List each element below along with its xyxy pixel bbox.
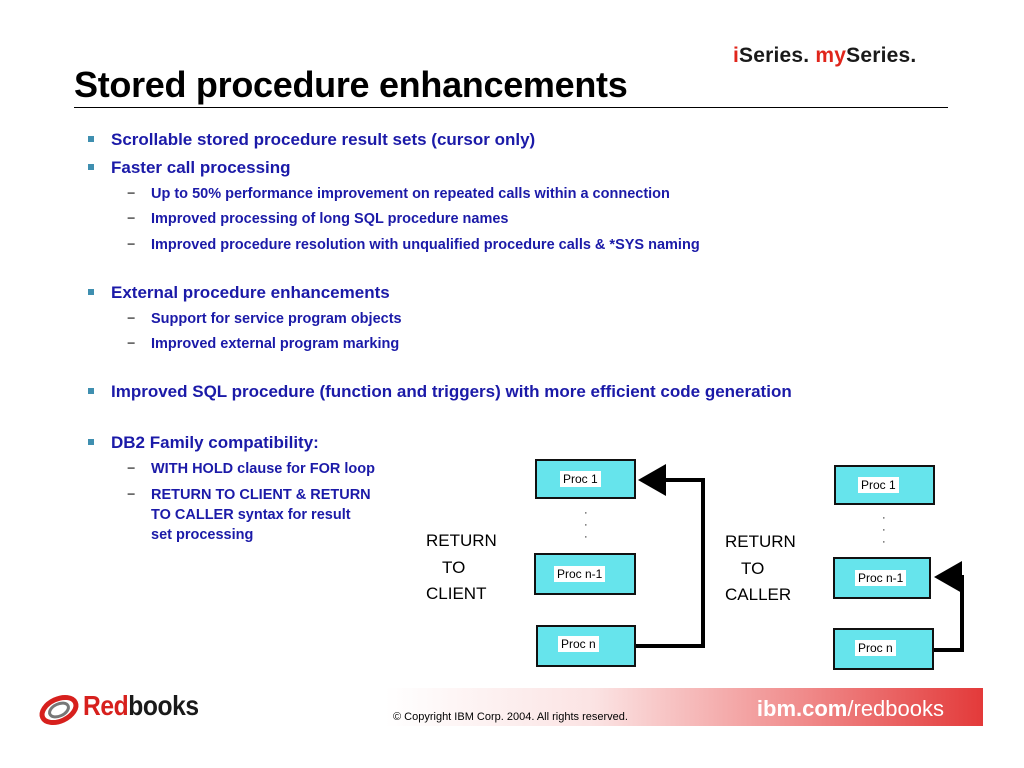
sub-bullet-text: Improved external program marking	[151, 336, 400, 352]
sub-bullet-text: Improved procedure resolution with unqua…	[151, 237, 700, 253]
bullet-text: DB2 Family compatibility:	[111, 433, 319, 452]
sub-bullet-text: Support for service program objects	[151, 311, 402, 327]
redbooks-logo: Redbooks	[37, 688, 212, 726]
dash-icon: −	[127, 336, 136, 352]
wordmark-red: Red	[83, 690, 129, 721]
bullet-item: External procedure enhancements	[88, 283, 390, 303]
ellipsis: ···	[882, 512, 886, 548]
bullet-text: Scrollable stored procedure result sets …	[111, 130, 536, 149]
logo-i: i	[733, 44, 740, 67]
bullet-text: Improved SQL procedure (function and tri…	[111, 382, 792, 401]
wordmark-rest: books	[128, 690, 199, 721]
label-line: TO	[442, 557, 466, 577]
bullet-square-icon	[88, 388, 94, 394]
bullet-item: Improved SQL procedure (function and tri…	[88, 382, 792, 402]
bullet-item: DB2 Family compatibility:	[88, 433, 319, 453]
bullet-text: External procedure enhancements	[111, 283, 390, 302]
label-line: TO	[741, 558, 765, 578]
slide-title: Stored procedure enhancements	[74, 64, 628, 105]
sub-bullet-item: −Support for service program objects	[127, 309, 402, 330]
proc-label: Proc 1	[858, 477, 899, 493]
sub-bullet-item: −RETURN TO CLIENT & RETURN	[127, 485, 371, 506]
dash-icon: −	[127, 211, 136, 227]
logo-series: Series.	[739, 44, 816, 67]
sub-bullet-text: WITH HOLD clause for FOR loop	[151, 461, 375, 477]
sub-bullet-text: Improved processing of long SQL procedur…	[151, 211, 509, 227]
sub-bullet-text: RETURN TO CLIENT & RETURN	[151, 487, 371, 503]
proc-box: Proc n-1	[534, 553, 636, 595]
proc-box: Proc n	[536, 625, 636, 667]
return-to-caller-label: RETURN TO CALLER	[725, 529, 796, 609]
return-to-client-arrow	[636, 464, 705, 648]
proc-box: Proc 1	[834, 465, 935, 505]
sub-bullet-item: −WITH HOLD clause for FOR loop	[127, 459, 375, 480]
sub-bullet-item: −Up to 50% performance improvement on re…	[127, 184, 670, 205]
redbooks-wordmark: Redbooks	[83, 690, 199, 722]
sub-bullet-text: Up to 50% performance improvement on rep…	[151, 186, 670, 202]
dash-icon: −	[127, 237, 136, 253]
footer-url[interactable]: ibm.com/redbooks	[757, 696, 944, 722]
proc-box: Proc 1	[535, 459, 636, 499]
bullet-square-icon	[88, 439, 94, 445]
sub-bullet-continuation: TO CALLER syntax for result	[151, 505, 351, 526]
bullet-text: Faster call processing	[111, 158, 291, 177]
sub-bullet-item: −Improved procedure resolution with unqu…	[127, 235, 700, 256]
sub-bullet-item: −Improved external program marking	[127, 334, 400, 355]
bullet-square-icon	[88, 136, 94, 142]
iseries-myseries-logo: iSeries. mySeries.	[733, 44, 916, 68]
sub-bullet-continuation: set processing	[151, 525, 253, 546]
copyright-text: © Copyright IBM Corp. 2004. All rights r…	[393, 711, 628, 723]
logo-my: my	[815, 44, 847, 67]
proc-label: Proc 1	[560, 471, 601, 487]
dash-icon: −	[127, 186, 136, 202]
dash-icon: −	[127, 311, 136, 327]
label-line: RETURN	[725, 532, 796, 551]
return-to-caller-arrow	[934, 561, 964, 652]
sub-bullet-item: −Improved processing of long SQL procedu…	[127, 209, 509, 230]
footer-band	[385, 688, 983, 726]
logo-series-2: Series.	[846, 44, 917, 67]
label-line: CLIENT	[426, 584, 487, 603]
label-line: CALLER	[725, 585, 792, 604]
dash-icon: −	[127, 487, 136, 503]
sub-bullet-text: TO CALLER syntax for result	[151, 507, 351, 523]
title-underline	[74, 107, 948, 108]
proc-box: Proc n	[833, 628, 934, 670]
redbooks-swirl-icon	[39, 694, 79, 726]
proc-label: Proc n-1	[554, 566, 606, 582]
proc-box: Proc n-1	[833, 557, 931, 599]
dash-icon: −	[127, 461, 136, 477]
url-rest: /redbooks	[847, 696, 944, 721]
ellipsis: ···	[584, 507, 588, 543]
bullet-square-icon	[88, 164, 94, 170]
return-to-client-label: RETURN TO CLIENT	[426, 528, 497, 608]
bullet-item: Scrollable stored procedure result sets …	[88, 130, 536, 150]
url-bold: ibm.com	[756, 696, 848, 721]
proc-label: Proc n-1	[855, 570, 907, 586]
sub-bullet-text: set processing	[151, 527, 254, 543]
bullet-square-icon	[88, 289, 94, 295]
bullet-item: Faster call processing	[88, 158, 291, 178]
proc-label: Proc n	[558, 636, 599, 652]
proc-label: Proc n	[855, 640, 896, 656]
label-line: RETURN	[426, 531, 497, 550]
